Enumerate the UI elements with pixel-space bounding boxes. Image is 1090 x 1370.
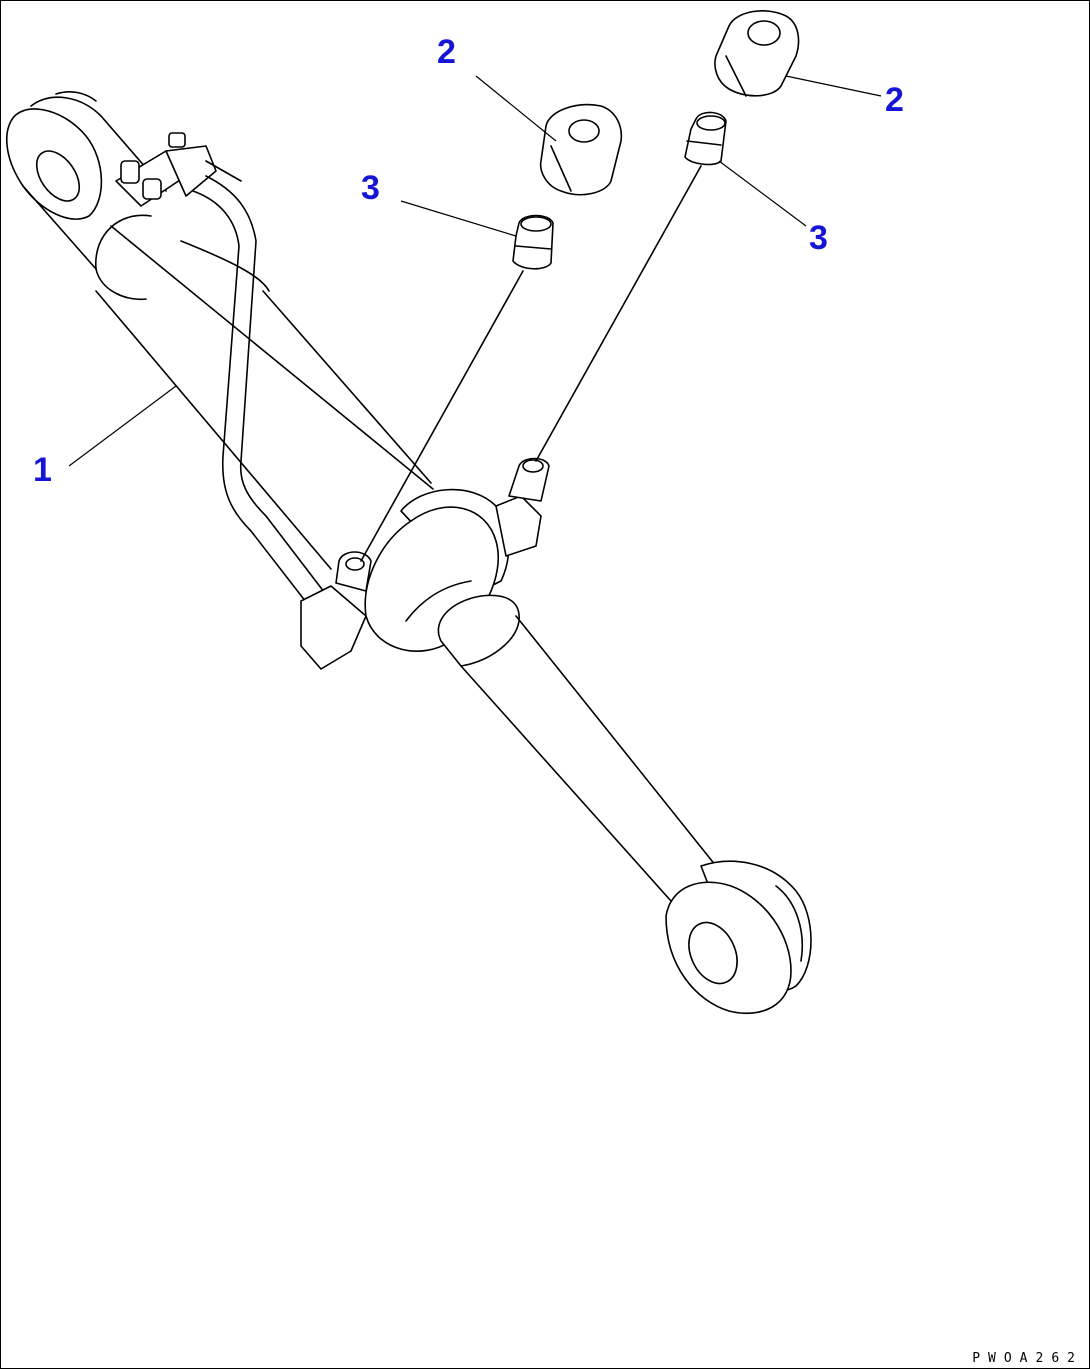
bottom-port-block (300, 551, 372, 670)
callout-2-left: 2 (437, 33, 456, 71)
leader-lines (68, 75, 882, 467)
cylinder-tube (95, 214, 434, 570)
drawing-code: PWOA262 (972, 1351, 1083, 1366)
callout-3-right: 3 (809, 219, 828, 257)
nipple-right-part (684, 111, 727, 166)
rod-end-eye (665, 860, 812, 1015)
cap-nut-left (539, 103, 623, 196)
nipple-left-part (512, 214, 554, 270)
head-port-right (495, 457, 550, 557)
callout-3-left: 3 (361, 169, 380, 207)
assembly-lines (360, 165, 702, 562)
callout-1: 1 (33, 451, 52, 489)
clevis-eye-top (5, 91, 167, 270)
piston-rod (437, 594, 717, 902)
callout-2-right: 2 (885, 81, 904, 119)
top-port-block (115, 132, 242, 207)
cap-nut-right (714, 10, 800, 97)
hydraulic-pipe (192, 175, 332, 612)
